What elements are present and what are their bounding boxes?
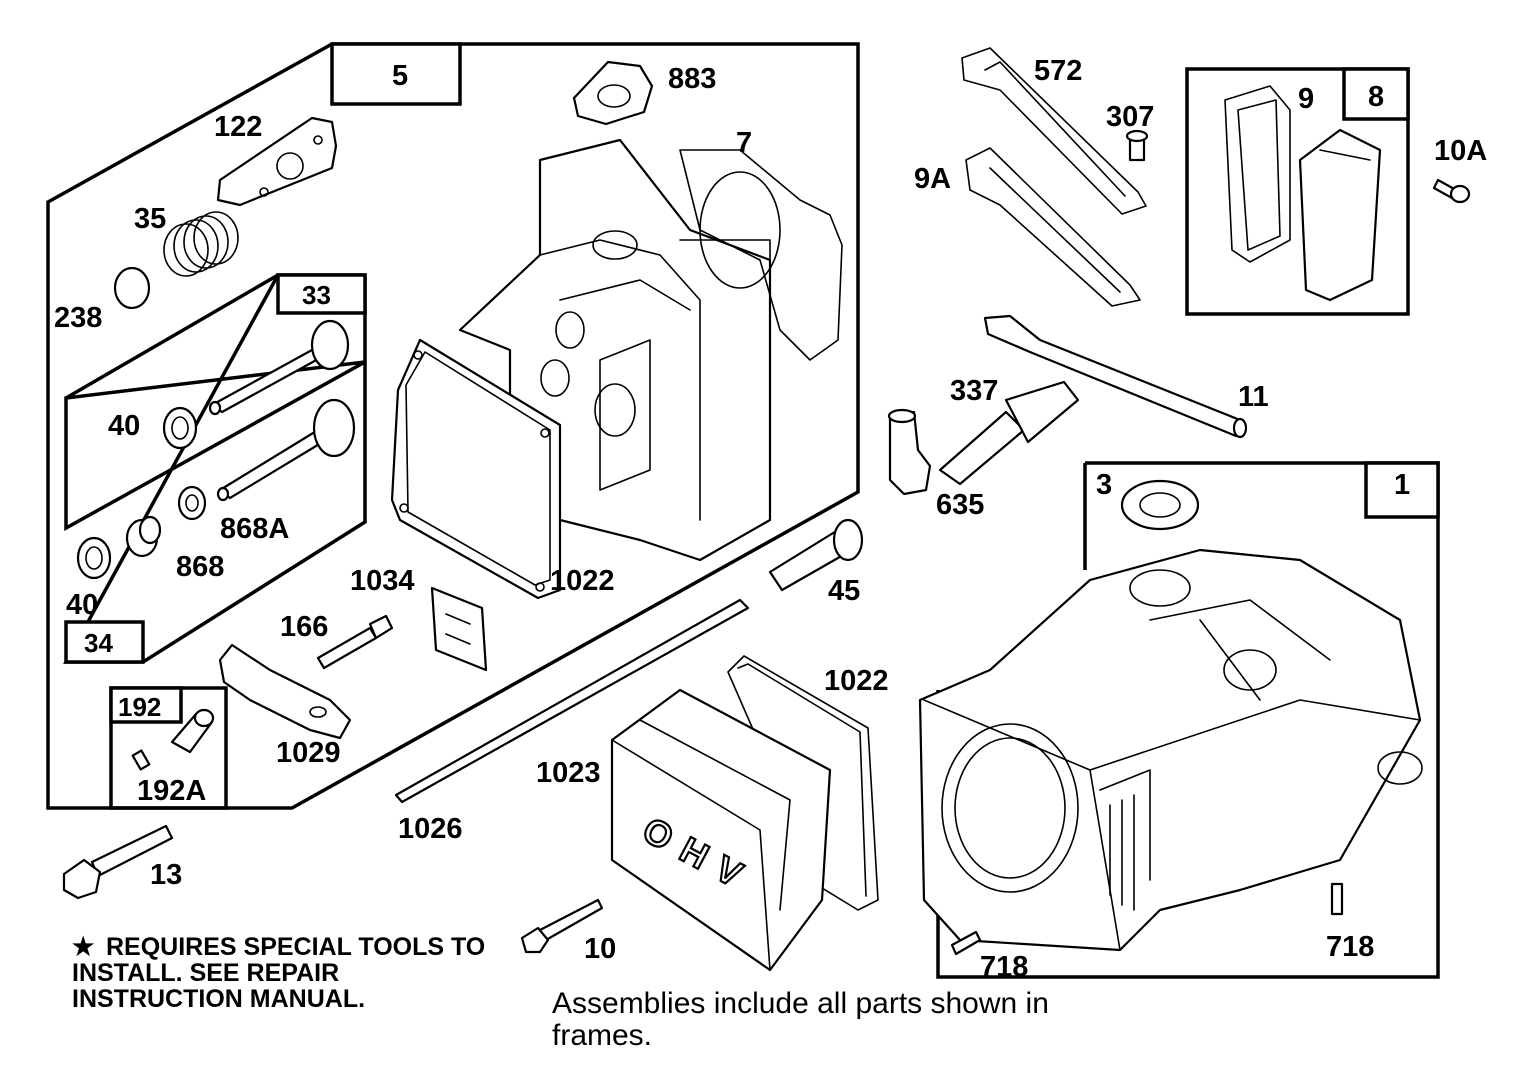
part-13-bolt [62,824,174,900]
assemblies-note: Assemblies include all parts shown in fr… [552,988,1122,1052]
part-3-oil-seal [1120,479,1200,531]
label-718-right: 718 [1326,931,1374,963]
part-635-boot [887,408,932,496]
part-valve-34 [216,398,356,502]
part-35-spring [163,211,239,277]
label-238: 238 [54,302,102,334]
part-10-bolt [520,898,604,954]
frame-assembly-33-34 [63,273,367,664]
part-166-stud [316,614,394,670]
label-9: 9 [1298,83,1314,115]
label-337: 337 [950,375,998,407]
label-868a: 868A [220,513,289,545]
part-1026-pushrod [394,598,750,804]
label-718-left: 718 [980,951,1028,983]
label-1026: 1026 [398,813,463,845]
label-7: 7 [736,127,752,159]
label-868: 868 [176,551,224,583]
label-192: 192 [118,692,161,722]
label-1022-lower: 1022 [824,665,889,697]
part-337-spark-plug [938,380,1080,486]
part-572-gasket [961,47,1147,215]
part-718-pin-a [950,930,982,956]
part-valve-33 [208,319,350,416]
frame-assembly-192 [109,686,228,810]
assemblies-text: Assemblies include all parts shown in fr… [552,987,1049,1052]
label-34: 34 [84,628,113,658]
label-11: 11 [1238,381,1269,413]
label-33: 33 [302,280,331,310]
label-192a: 192A [137,775,206,807]
part-1029-rocker [218,643,352,740]
frame-assembly-8 [1185,67,1410,316]
part-1034-plate [430,586,488,672]
part-10a-screw [1432,178,1471,204]
part-868-seal [125,515,162,558]
label-13: 13 [150,859,182,891]
label-10: 10 [584,933,616,965]
part-45-tube [768,518,864,592]
label-635: 635 [936,489,984,521]
part-192a-screw [131,749,151,771]
label-3: 3 [1096,469,1112,501]
label-1022-upper: 1022 [550,565,615,597]
part-883-gasket [572,60,654,126]
star-icon: ★ [72,933,95,961]
label-45: 45 [828,575,860,607]
part-engine-block [918,548,1423,952]
special-tools-text: REQUIRES SPECIAL TOOLS TO INSTALL. SEE R… [72,933,486,1013]
label-1: 1 [1394,469,1410,501]
part-40-retainer [162,406,198,450]
label-9a: 9A [914,163,951,195]
part-8-breather-cover [1298,128,1382,302]
label-1023: 1023 [536,757,601,789]
part-192-pin [170,708,215,754]
special-tools-note: ★REQUIRES SPECIAL TOOLS TO INSTALL. SEE … [72,934,492,1012]
label-572: 572 [1034,55,1082,87]
part-868a-washer [177,485,207,521]
label-10a: 10A [1434,135,1487,167]
label-40-lower: 40 [66,589,98,621]
label-883: 883 [668,63,716,95]
part-1022-gasket-upper [390,338,562,600]
label-5: 5 [392,60,408,92]
part-1023-ohv-cover: OHV [610,688,832,972]
label-307: 307 [1106,101,1154,133]
label-122: 122 [214,111,262,143]
label-40-upper: 40 [108,410,140,442]
part-718-pin-b [1330,882,1344,916]
part-7-head-gasket [679,149,843,361]
label-35: 35 [134,203,166,235]
part-9-gasket [1224,85,1291,263]
part-40-retainer-b [76,536,112,580]
label-1034: 1034 [350,565,415,597]
frame-assembly-5 [46,42,860,810]
part-9a-gasket [965,147,1141,307]
part-307-screw [1125,129,1149,162]
part-238-cap [113,266,151,310]
part-122-plate [216,116,338,207]
label-166: 166 [280,611,328,643]
label-8: 8 [1368,81,1384,113]
part-11-tube [983,314,1248,439]
label-1029: 1029 [276,737,341,769]
callout-labels: 5 883 122 7 35 238 33 40 868A 868 40 34 … [54,55,1487,983]
